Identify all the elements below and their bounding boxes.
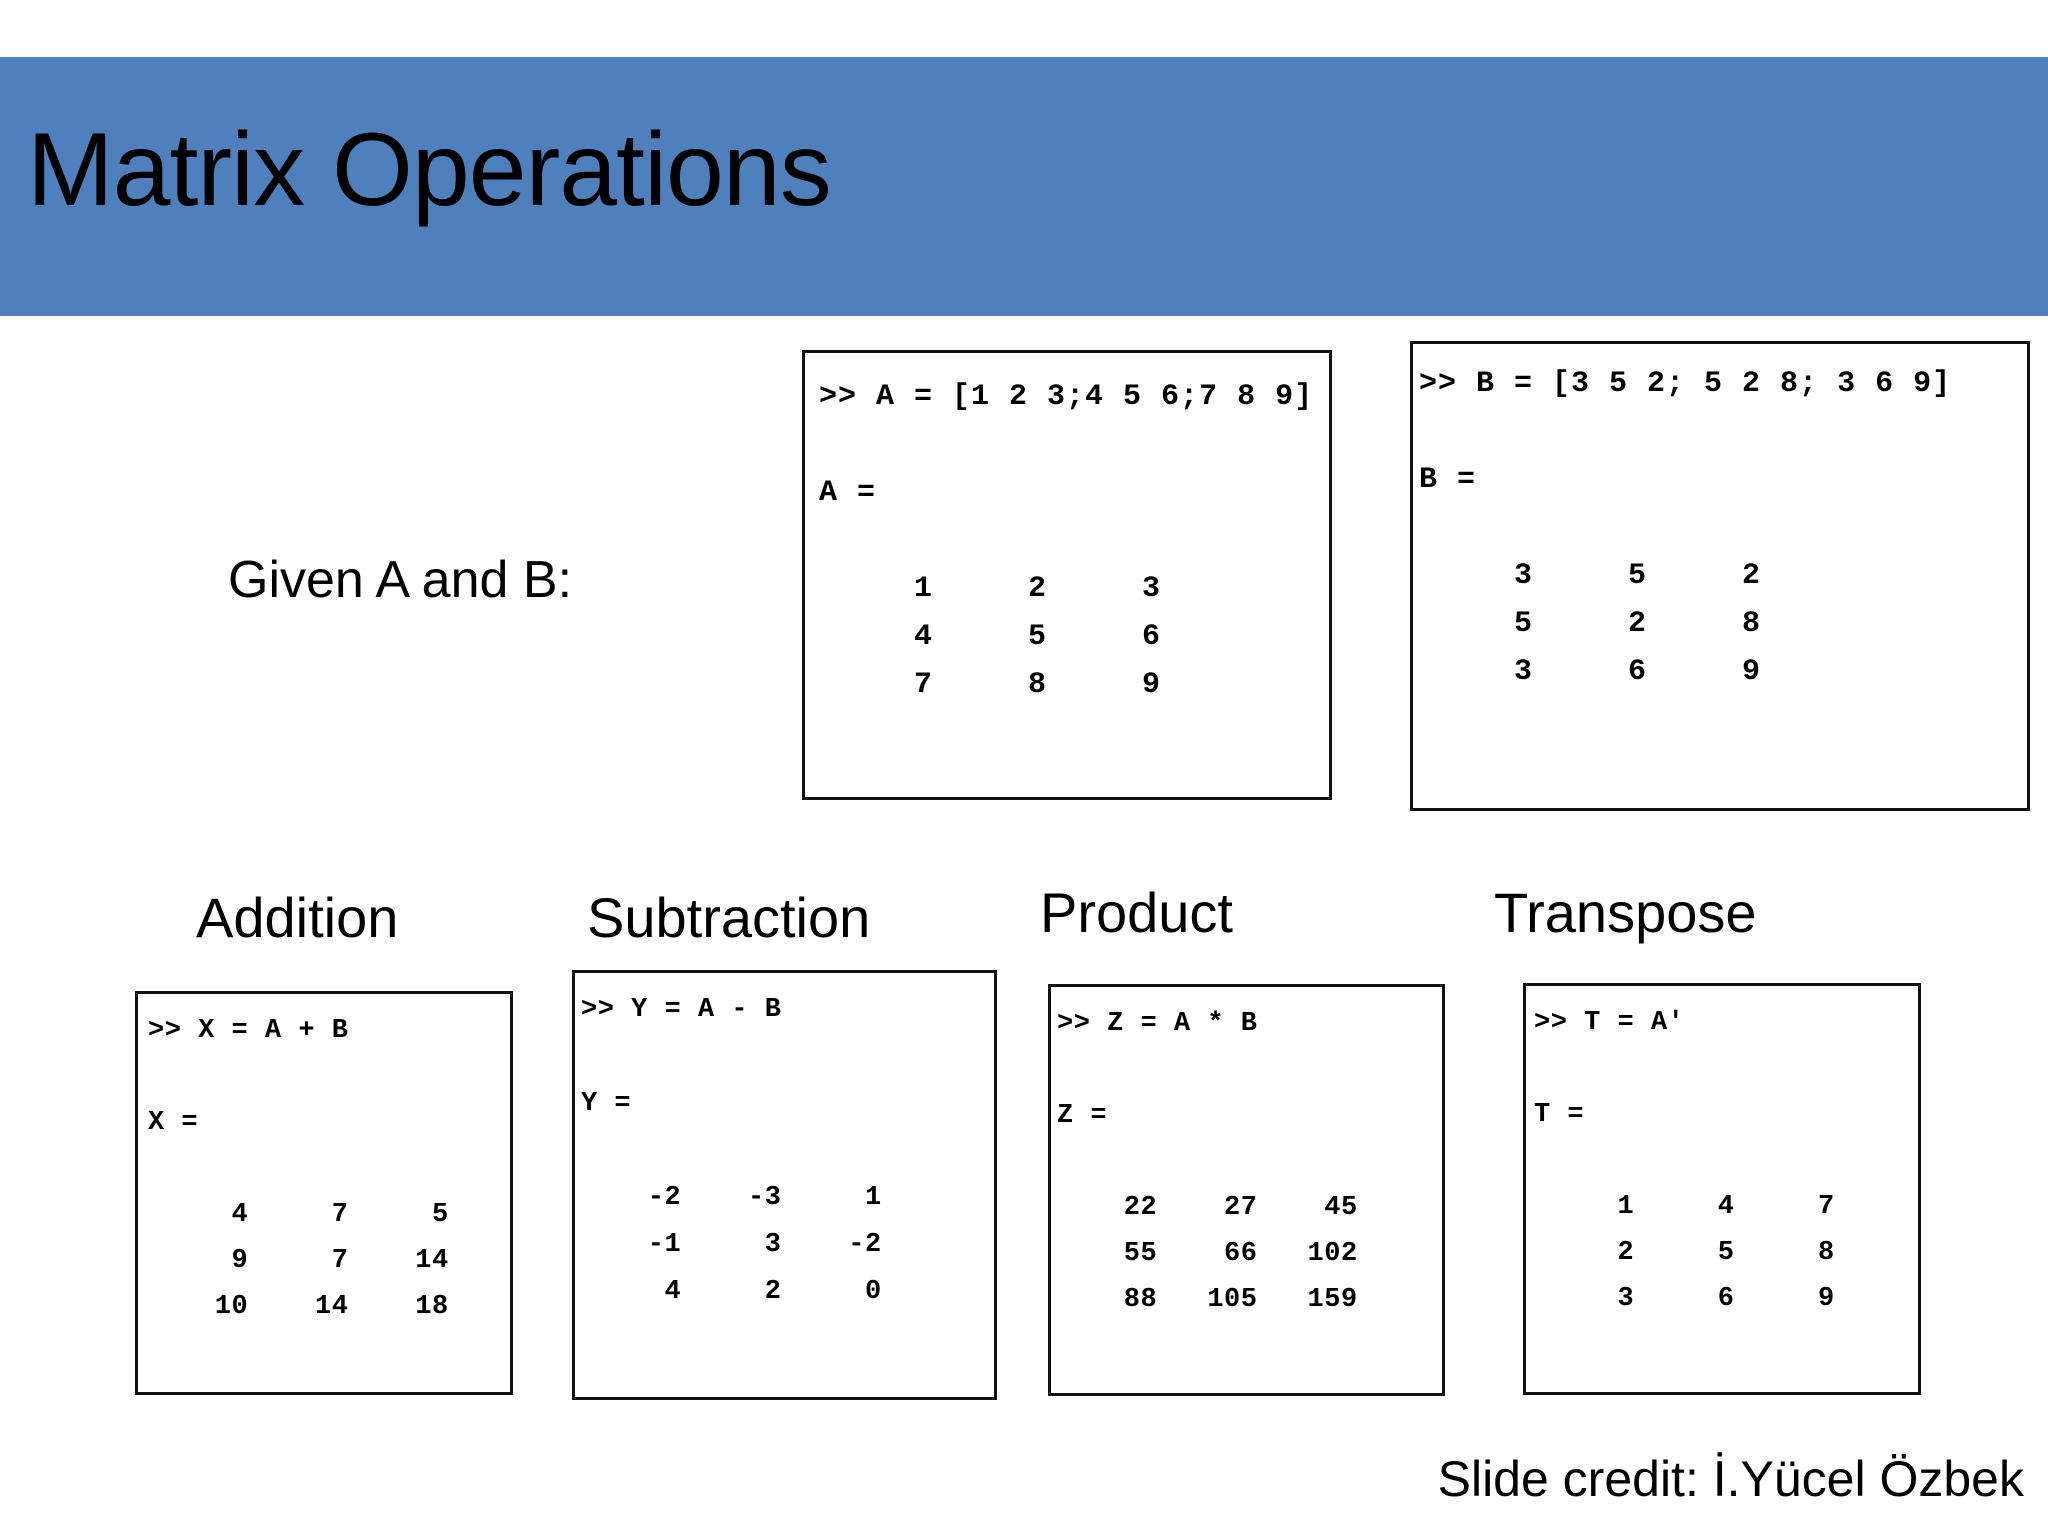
title-banner — [0, 57, 2048, 316]
console-matrix-a-text: >> A = [1 2 3;4 5 6;7 8 9] A = 1 2 3 4 5… — [819, 380, 1314, 702]
heading-addition: Addition — [196, 886, 399, 949]
console-matrix-b-text: >> B = [3 5 2; 5 2 8; 3 6 9] B = 3 5 2 5… — [1419, 367, 1952, 689]
console-matrix-b: >> B = [3 5 2; 5 2 8; 3 6 9] B = 3 5 2 5… — [1410, 341, 2030, 811]
console-product-text: >> Z = A * B Z = 22 27 45 55 66 102 88 1… — [1057, 1009, 1358, 1315]
console-matrix-a: >> A = [1 2 3;4 5 6;7 8 9] A = 1 2 3 4 5… — [802, 350, 1332, 800]
slide-credit: Slide credit: İ.Yücel Özbek — [1437, 1451, 2024, 1507]
console-transpose-text: >> T = A' T = 1 4 7 2 5 8 3 6 9 — [1534, 1008, 1835, 1314]
console-subtraction-text: >> Y = A - B Y = -2 -3 1 -1 3 -2 4 2 0 — [581, 995, 882, 1307]
console-subtraction: >> Y = A - B Y = -2 -3 1 -1 3 -2 4 2 0 — [572, 970, 997, 1400]
given-matrices-label: Given A and B: — [228, 551, 573, 609]
console-addition: >> X = A + B X = 4 7 5 9 7 14 10 14 18 — [135, 991, 513, 1395]
page-title: Matrix Operations — [27, 112, 832, 228]
console-product: >> Z = A * B Z = 22 27 45 55 66 102 88 1… — [1048, 984, 1445, 1396]
heading-subtraction: Subtraction — [587, 886, 871, 949]
console-transpose: >> T = A' T = 1 4 7 2 5 8 3 6 9 — [1523, 983, 1921, 1395]
heading-product: Product — [1040, 881, 1233, 944]
heading-transpose: Transpose — [1494, 881, 1757, 944]
console-addition-text: >> X = A + B X = 4 7 5 9 7 14 10 14 18 — [148, 1016, 449, 1322]
